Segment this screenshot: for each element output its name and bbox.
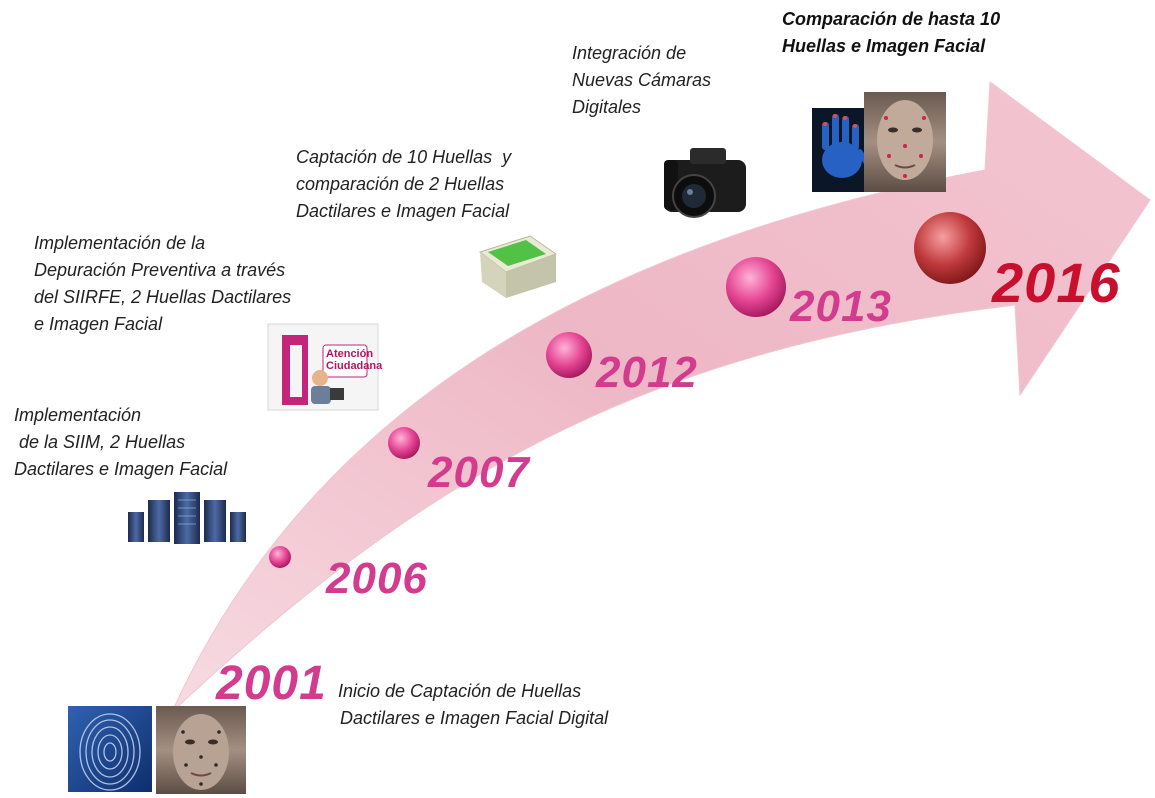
caption-2007-line2: Depuración Preventiva a través [34, 260, 286, 280]
caption-2016: Comparación de hasta 10 Huellas e Imagen… [782, 6, 1000, 60]
caption-2016-line2: Huellas e Imagen Facial [782, 36, 986, 56]
fingerprint-image [68, 706, 152, 792]
face-image [156, 706, 246, 794]
kiosk-label: Atención Ciudadana [326, 348, 382, 372]
year-label-2012: 2012 [596, 348, 698, 397]
servers-icon [128, 492, 246, 544]
year-label-2007: 2007 [428, 448, 530, 497]
caption-2012-line1: Captación de 10 Huellas y [296, 147, 512, 167]
kiosk-label-line2: Ciudadana [326, 360, 383, 372]
timeline-node-2013 [726, 257, 786, 317]
timeline-node-2016 [914, 212, 986, 284]
year-label-2013: 2013 [790, 282, 892, 331]
caption-2007: Implementación de la Depuración Preventi… [34, 230, 291, 338]
caption-2013-line3: Digitales [572, 97, 642, 117]
caption-2013-line1: Integración de [572, 43, 687, 63]
caption-2012-line2: comparación de 2 Huellas [296, 174, 505, 194]
year-label-2016: 2016 [992, 251, 1121, 314]
year-label-2001: 2001 [216, 657, 327, 710]
caption-2013-line2: Nuevas Cámaras [572, 70, 712, 90]
caption-2006-line1: Implementación [14, 405, 142, 425]
caption-2013: Integración de Nuevas Cámaras Digitales [572, 40, 711, 121]
timeline-node-2006 [269, 546, 291, 568]
caption-2001-line2: Dactilares e Imagen Facial Digital [340, 708, 609, 728]
timeline-arrow [171, 81, 1151, 713]
hand-face-image [812, 92, 946, 192]
caption-2007-line1: Implementación de la [34, 233, 206, 253]
atencion-ciudadana-image [267, 323, 379, 411]
caption-2006-line2: de la SIIM, 2 Huellas [14, 432, 186, 452]
timeline-node-2012 [546, 332, 592, 378]
caption-2006: Implementación de la SIIM, 2 Huellas Dac… [14, 402, 227, 483]
caption-2012: Captación de 10 Huellas y comparación de… [296, 144, 511, 225]
year-label-2006: 2006 [326, 554, 428, 603]
kiosk-label-line1: Atención [326, 348, 374, 360]
caption-2007-line3: del SIIRFE, 2 Huellas Dactilares [34, 287, 292, 307]
timeline-node-2007 [388, 427, 420, 459]
fingerprint-scanner-image [478, 235, 558, 298]
caption-2001: Inicio de Captación de Huellas Dactilare… [338, 678, 608, 732]
caption-2006-line3: Dactilares e Imagen Facial [14, 459, 228, 479]
caption-2012-line3: Dactilares e Imagen Facial [296, 201, 510, 221]
caption-2016-line1: Comparación de hasta 10 [782, 9, 1001, 29]
caption-2007-line4: e Imagen Facial [34, 314, 163, 334]
camera-image [664, 148, 746, 218]
caption-2001-line1: Inicio de Captación de Huellas [338, 681, 582, 701]
